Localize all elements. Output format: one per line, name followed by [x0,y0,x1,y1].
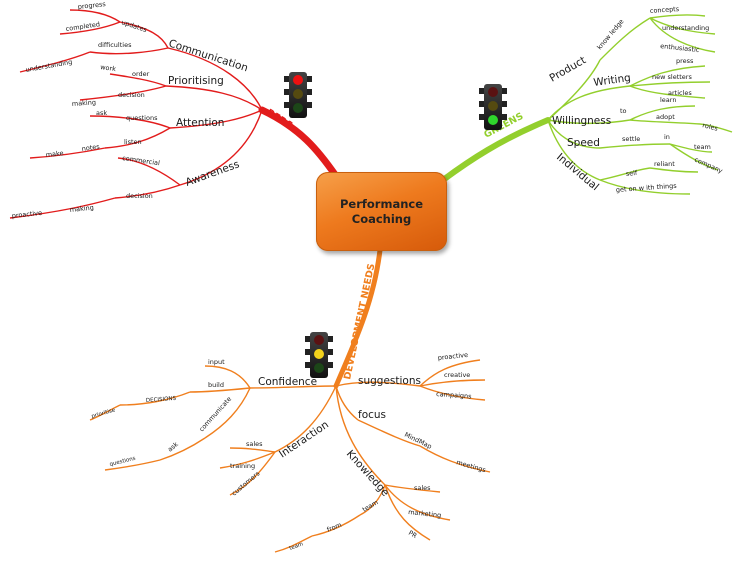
node-input[interactable]: input [208,358,225,366]
node-creative[interactable]: creative [444,371,470,379]
node-roles[interactable]: roles [702,121,720,133]
greens-trunk [440,117,551,183]
node-prioritising[interactable]: Prioritising [168,75,224,87]
node-writing[interactable]: Writing [593,72,632,89]
development-trunk [333,247,383,389]
node-reliant[interactable]: reliant [654,160,675,168]
node-self[interactable]: self [625,169,638,178]
node-press[interactable]: press [676,57,694,65]
traffic-light-red-icon [284,72,312,118]
central-topic-line2: Coaching [351,211,412,226]
node-enthusiastic[interactable]: enthusiastic [660,42,700,54]
node-in[interactable]: in [664,133,670,141]
node-sales-dev1[interactable]: sales [246,440,263,448]
node-meetings[interactable]: meetings [455,458,487,474]
node-customers[interactable]: customers [230,469,262,497]
node-work[interactable]: work [100,63,117,73]
node-awareness[interactable]: Awareness [184,158,241,189]
node-understanding-red[interactable]: understanding [25,58,73,74]
development-branches [89,359,491,553]
node-individual[interactable]: Individual [554,151,601,193]
traffic-light-green-icon [479,84,507,130]
node-updates[interactable]: updates [120,18,148,34]
node-decisions[interactable]: DECISIONS [146,396,177,404]
node-interaction[interactable]: Interaction [277,419,331,461]
node-make[interactable]: make [45,149,64,159]
node-articles[interactable]: articles [668,89,692,97]
node-training[interactable]: training [230,462,255,470]
traffic-light-amber-icon [305,332,333,378]
node-learn[interactable]: learn [660,96,676,104]
reds-trunk [258,106,340,180]
node-order[interactable]: order [132,70,150,78]
node-from[interactable]: from [326,521,343,534]
node-making-red1[interactable]: making [72,98,97,108]
node-pr[interactable]: PR [407,529,419,540]
central-topic-line1: Performance [339,196,424,211]
node-campaigns[interactable]: campaigns [436,390,473,400]
node-knowledge[interactable]: know ledge [595,18,625,52]
node-making-red2[interactable]: making [69,204,94,214]
node-difficulties[interactable]: difficulties [98,41,132,49]
node-mindmap[interactable]: MindMap [403,431,433,451]
node-getonwith[interactable]: get on w ith things [616,182,678,194]
node-decision-red[interactable]: decision [118,91,145,99]
node-proactive-dev[interactable]: proactive [437,351,468,362]
node-suggestions[interactable]: suggestions [358,375,421,387]
node-decision-red2[interactable]: decision [126,192,153,200]
greens-branches [547,14,733,195]
node-sales-dev2[interactable]: sales [414,484,431,492]
node-team-dev2[interactable]: team [289,541,304,552]
node-communicate[interactable]: communicate [198,395,234,433]
node-team-green[interactable]: team [694,143,711,151]
central-topic[interactable]: Performance Coaching [316,172,447,251]
node-focus[interactable]: focus [358,409,386,421]
development-title[interactable]: DEVELOPMENT NEEDS [342,262,377,380]
node-marketing[interactable]: marketing [408,508,442,519]
node-progress[interactable]: progress [77,0,106,11]
node-ask-red[interactable]: ask [96,109,107,117]
node-listen[interactable]: listen [124,138,142,146]
node-commercial[interactable]: commercial [122,154,161,167]
node-to[interactable]: to [620,107,627,115]
reds-branches [9,9,263,219]
node-build[interactable]: build [208,381,224,389]
node-product[interactable]: Product [548,54,589,84]
node-prioritise[interactable]: prioritise [91,407,117,420]
node-notes[interactable]: notes [81,142,101,153]
node-understanding-green[interactable]: understanding [662,24,709,32]
node-knowledge-dev[interactable]: Knowledge [344,448,392,499]
node-concepts[interactable]: concepts [650,5,680,15]
node-confidence[interactable]: Confidence [258,376,317,388]
node-attention[interactable]: Attention [176,117,224,129]
node-team-dev1[interactable]: team [361,498,380,513]
node-ask-dev[interactable]: ask [166,440,180,453]
node-willingness[interactable]: Willingness [552,115,611,127]
node-settle[interactable]: settle [622,135,640,143]
node-communication[interactable]: Communication [167,37,249,74]
central-topic-text: Performance Coaching [316,172,447,251]
node-newsletters[interactable]: new sletters [652,73,692,81]
node-questions-red[interactable]: questions [126,114,158,122]
node-adopt[interactable]: adopt [656,113,675,121]
node-speed[interactable]: Speed [567,137,600,149]
node-proactive-red[interactable]: proactive [11,209,42,220]
